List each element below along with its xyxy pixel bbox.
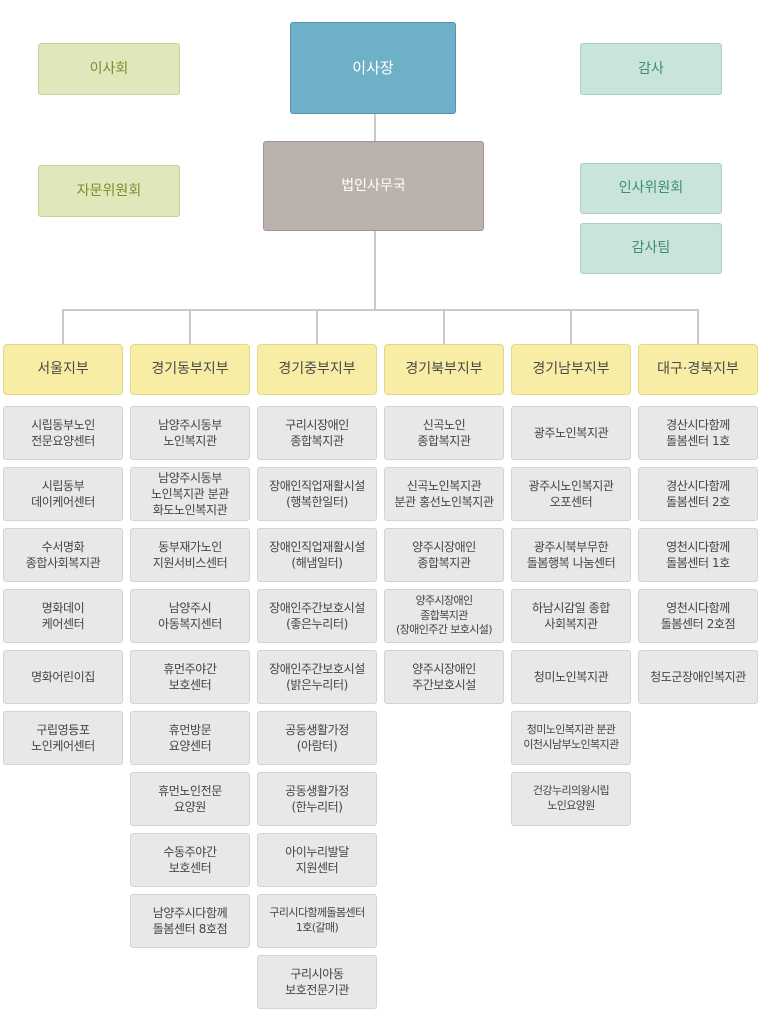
unit-box[interactable]: 명화데이 케어센터: [3, 589, 123, 643]
connector-horizontal-bus: [62, 309, 699, 311]
unit-box[interactable]: 하남시감일 종합 사회복지관: [511, 589, 631, 643]
unit-box[interactable]: 남양주시동부 노인복지관 분관 화도노인복지관: [130, 467, 250, 521]
unit-box[interactable]: 광주시노인복지관 오포센터: [511, 467, 631, 521]
connector-branch-1: [62, 309, 64, 345]
unit-box[interactable]: 구리시다함께돌봄센터 1호(갈매): [257, 894, 377, 948]
unit-box[interactable]: 남양주시다함께 돌봄센터 8호점: [130, 894, 250, 948]
unit-box[interactable]: 휴먼노인전문 요양원: [130, 772, 250, 826]
unit-box[interactable]: 남양주시동부 노인복지관: [130, 406, 250, 460]
unit-box[interactable]: 시립동부노인 전문요양센터: [3, 406, 123, 460]
unit-box[interactable]: 영천시다함께 돌봄센터 1호: [638, 528, 758, 582]
unit-box[interactable]: 양주시장애인 종합복지관: [384, 528, 504, 582]
unit-box[interactable]: 청도군장애인복지관: [638, 650, 758, 704]
unit-box[interactable]: 수동주야간 보호센터: [130, 833, 250, 887]
branch-gyeonggi-central[interactable]: 경기중부지부: [257, 344, 377, 395]
board-box[interactable]: 이사회: [38, 43, 180, 95]
unit-box[interactable]: 경산시다함께 돌봄센터 2호: [638, 467, 758, 521]
branch-seoul[interactable]: 서울지부: [3, 344, 123, 395]
unit-box[interactable]: 청미노인복지관: [511, 650, 631, 704]
advisory-committee-box[interactable]: 자문위원회: [38, 165, 180, 217]
chairman-box[interactable]: 이사장: [290, 22, 456, 114]
unit-box[interactable]: 휴먼주야간 보호센터: [130, 650, 250, 704]
unit-box[interactable]: 남양주시 아동복지센터: [130, 589, 250, 643]
unit-box[interactable]: 수서명화 종합사회복지관: [3, 528, 123, 582]
connector-branch-6: [697, 309, 699, 345]
auditor-box[interactable]: 감사: [580, 43, 722, 95]
unit-box[interactable]: 신곡노인 종합복지관: [384, 406, 504, 460]
personnel-committee-box[interactable]: 인사위원회: [580, 163, 722, 214]
unit-box[interactable]: 경산시다함께 돌봄센터 1호: [638, 406, 758, 460]
audit-team-box[interactable]: 감사팀: [580, 223, 722, 274]
connector-branch-3: [316, 309, 318, 345]
unit-box[interactable]: 광주노인복지관: [511, 406, 631, 460]
unit-box[interactable]: 장애인주간보호시설 (좋은누리터): [257, 589, 377, 643]
unit-box[interactable]: 구립영등포 노인케어센터: [3, 711, 123, 765]
connector-office-bus: [374, 230, 376, 310]
unit-box[interactable]: 신곡노인복지관 분관 홍선노인복지관: [384, 467, 504, 521]
unit-box[interactable]: 장애인직업재활시설 (행복한일터): [257, 467, 377, 521]
unit-box[interactable]: 양주시장애인 주간보호시설: [384, 650, 504, 704]
unit-box[interactable]: 공동생활가정 (아람터): [257, 711, 377, 765]
unit-box[interactable]: 공동생활가정 (한누리터): [257, 772, 377, 826]
unit-box[interactable]: 휴먼방문 요양센터: [130, 711, 250, 765]
unit-box[interactable]: 구리시아동 보호전문기관: [257, 955, 377, 1009]
branch-gyeonggi-north[interactable]: 경기북부지부: [384, 344, 504, 395]
unit-box[interactable]: 청미노인복지관 분관 이천시남부노인복지관: [511, 711, 631, 765]
unit-box[interactable]: 광주시북부무한 돌봄행복 나눔센터: [511, 528, 631, 582]
unit-box[interactable]: 아이누리발달 지원센터: [257, 833, 377, 887]
unit-box[interactable]: 장애인주간보호시설 (밝은누리터): [257, 650, 377, 704]
unit-box[interactable]: 구리시장애인 종합복지관: [257, 406, 377, 460]
branch-gyeonggi-east[interactable]: 경기동부지부: [130, 344, 250, 395]
unit-box[interactable]: 건강누리의왕시립 노인요양원: [511, 772, 631, 826]
branch-daegu-gyeongbuk[interactable]: 대구·경북지부: [638, 344, 758, 395]
unit-box[interactable]: 시립동부 데이케어센터: [3, 467, 123, 521]
connector-chair-office: [374, 113, 376, 142]
unit-box[interactable]: 영천시다함께 돌봄센터 2호점: [638, 589, 758, 643]
connector-branch-4: [443, 309, 445, 345]
unit-box[interactable]: 명화어린이집: [3, 650, 123, 704]
unit-box[interactable]: 양주시장애인 종합복지관 (장애인주간 보호시설): [384, 589, 504, 643]
corporate-office-box[interactable]: 법인사무국: [263, 141, 484, 231]
unit-box[interactable]: 동부재가노인 지원서비스센터: [130, 528, 250, 582]
branch-gyeonggi-south[interactable]: 경기남부지부: [511, 344, 631, 395]
connector-branch-5: [570, 309, 572, 345]
unit-box[interactable]: 장애인직업재활시설 (해냄일터): [257, 528, 377, 582]
connector-branch-2: [189, 309, 191, 345]
